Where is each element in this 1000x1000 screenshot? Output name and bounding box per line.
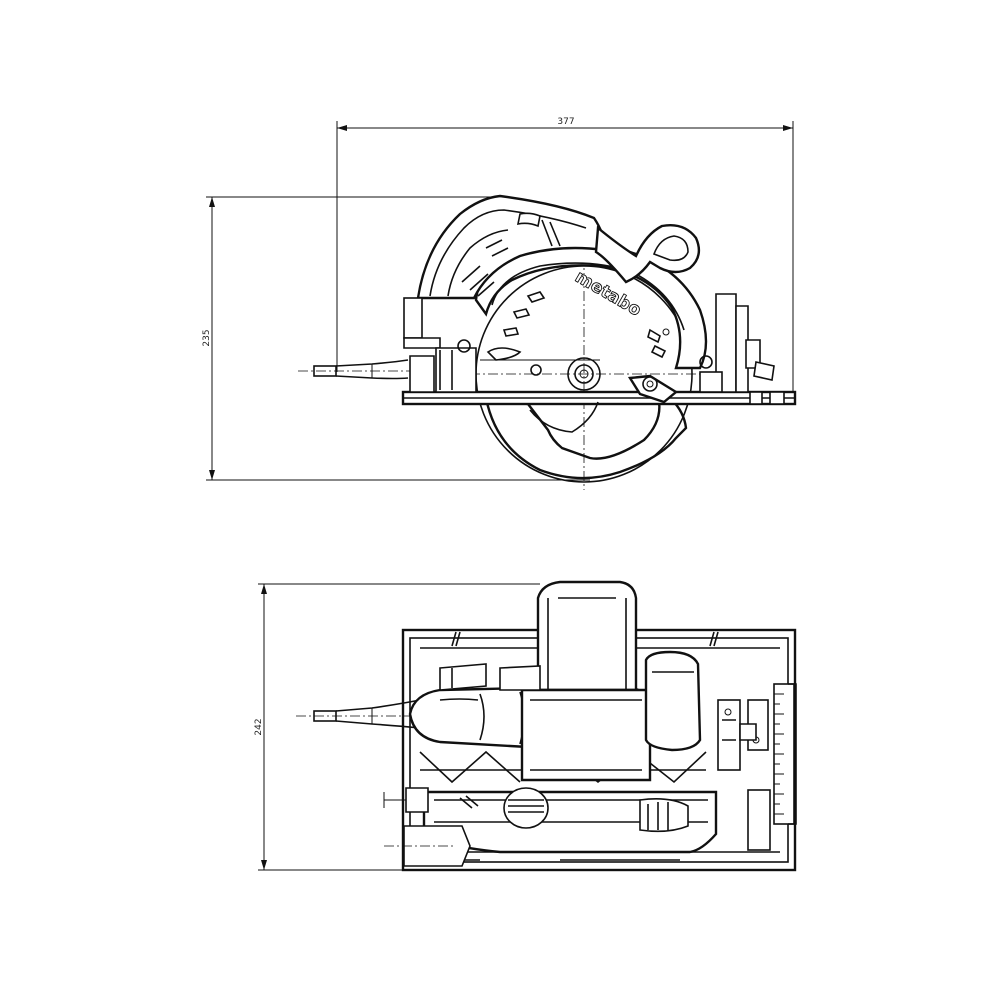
front-assembly — [403, 297, 600, 393]
dimension-length: 377 — [336, 117, 794, 393]
lower-blade-guard — [484, 394, 688, 480]
power-cord-side — [298, 359, 412, 380]
power-cord-top — [296, 699, 421, 729]
blade-guard-top — [422, 787, 718, 854]
dimension-length-label: 377 — [557, 117, 574, 127]
top-view: 242 — [254, 580, 797, 872]
rear-handle — [594, 224, 701, 284]
guard-lever — [627, 374, 679, 404]
base-plate-side — [401, 390, 797, 406]
dimension-width-label: 242 — [254, 718, 264, 735]
dimension-width: 242 — [254, 583, 540, 871]
right-brackets-top — [717, 699, 771, 851]
motor-top — [520, 580, 652, 782]
dimension-height: 235 — [202, 196, 590, 481]
scale-ruler — [773, 683, 797, 825]
rear-grip-top — [644, 650, 702, 752]
motor-housing — [416, 194, 606, 300]
side-view: 377 235 — [202, 117, 797, 490]
blade-detail — [529, 401, 599, 433]
depth-knob-top — [383, 787, 471, 867]
cord-clamp-top — [439, 663, 541, 691]
rear-bracket — [699, 293, 775, 393]
dimension-height-label: 235 — [202, 329, 212, 346]
